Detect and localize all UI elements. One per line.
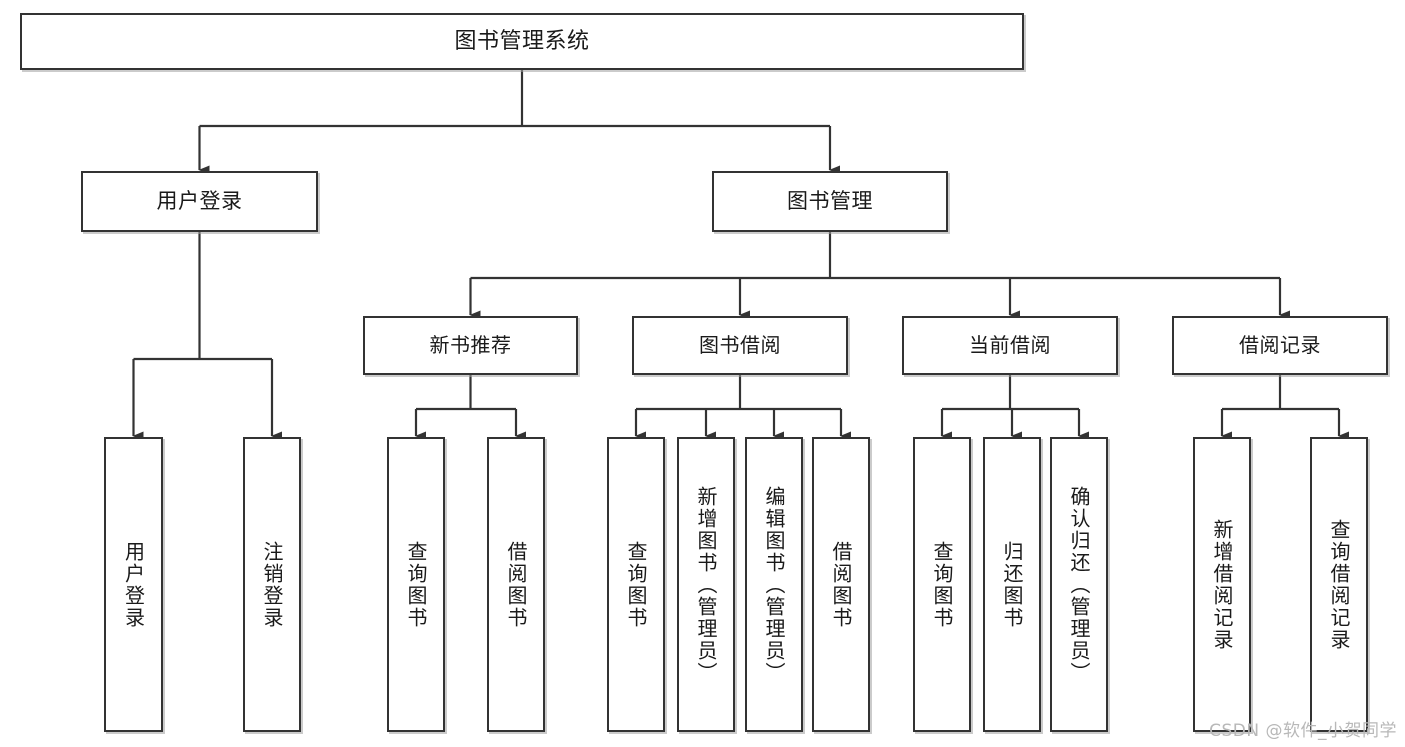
node-label: 新增借阅记录 [1210,518,1234,651]
node-label: 用户登录 [156,189,243,214]
node-leaf-borrow-book-1[interactable]: 借阅图书 [487,437,545,732]
node-root[interactable]: 图书管理系统 [20,13,1024,70]
node-book-borrow[interactable]: 图书借阅 [632,316,848,375]
node-leaf-confirm-return[interactable]: 确认归还（管理员） [1050,437,1108,732]
node-label: 查询图书 [404,540,428,629]
node-new-book-rec[interactable]: 新书推荐 [363,316,578,375]
node-label: 图书管理系统 [454,28,590,54]
node-label: 编辑图书（管理员） [762,485,786,684]
node-leaf-user-login[interactable]: 用户登录 [104,437,163,732]
node-leaf-edit-book[interactable]: 编辑图书（管理员） [745,437,803,732]
node-leaf-query-book-3[interactable]: 查询图书 [913,437,971,732]
node-label: 新增图书（管理员） [694,485,718,684]
node-leaf-query-book-2[interactable]: 查询图书 [607,437,665,732]
node-current-borrow[interactable]: 当前借阅 [902,316,1118,375]
node-borrow-record[interactable]: 借阅记录 [1172,316,1388,375]
node-leaf-query-record[interactable]: 查询借阅记录 [1310,437,1368,732]
node-leaf-return-book[interactable]: 归还图书 [983,437,1041,732]
node-label: 借阅图书 [504,540,528,629]
node-label: 查询图书 [624,540,648,629]
node-leaf-add-book[interactable]: 新增图书（管理员） [677,437,735,732]
node-leaf-query-book-1[interactable]: 查询图书 [387,437,445,732]
node-leaf-add-record[interactable]: 新增借阅记录 [1193,437,1251,732]
node-book-manage[interactable]: 图书管理 [712,171,948,232]
node-label: 图书管理 [787,189,873,214]
node-leaf-borrow-book-2[interactable]: 借阅图书 [812,437,870,732]
node-label: 新书推荐 [429,333,512,357]
node-leaf-logout[interactable]: 注销登录 [243,437,301,732]
node-label: 借阅记录 [1239,333,1321,357]
node-label: 用户登录 [121,540,146,629]
node-label: 确认归还（管理员） [1067,485,1091,684]
node-label: 图书借阅 [699,333,781,357]
node-label: 当前借阅 [969,333,1051,357]
node-label: 注销登录 [260,540,284,629]
edge-group [132,70,1349,441]
node-label: 查询图书 [930,540,954,629]
node-user-login[interactable]: 用户登录 [81,171,318,232]
node-label: 归还图书 [1000,540,1024,629]
node-label: 查询借阅记录 [1327,518,1351,651]
node-label: 借阅图书 [829,540,853,629]
